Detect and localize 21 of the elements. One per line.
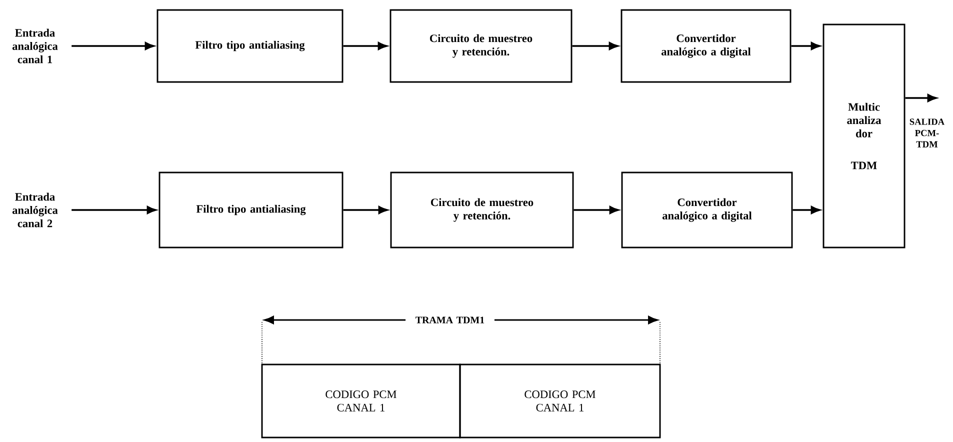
arrow <box>572 42 618 50</box>
frame-cell: CODIGO PCM CANAL 1 <box>459 364 661 438</box>
arrow <box>905 94 937 102</box>
multiplexer-box: Multic analiza dor TDM <box>822 24 906 248</box>
process-box: Circuito de muestreo y retención. <box>390 9 572 83</box>
process-box: Circuito de muestreo y retención. <box>390 172 574 248</box>
process-box: Filtro tipo antialiasing <box>158 172 344 248</box>
arrow <box>72 42 154 50</box>
process-box: Convertidor analógico a digital <box>621 172 793 248</box>
arrow <box>792 206 820 214</box>
input-label: Entrada analógica canal 2 <box>12 192 58 228</box>
arrow <box>343 206 388 214</box>
process-box: Convertidor analógico a digital <box>620 9 792 83</box>
arrow <box>72 206 156 214</box>
arrow <box>574 206 619 214</box>
arrow <box>791 42 820 50</box>
dimension-label: TRAMA TDM1 <box>406 316 494 324</box>
frame-cell: CODIGO PCM CANAL 1 <box>261 364 461 438</box>
input-label: Entrada analógica canal 1 <box>12 28 58 64</box>
process-box: Filtro tipo antialiasing <box>156 9 344 83</box>
arrow <box>343 42 388 50</box>
